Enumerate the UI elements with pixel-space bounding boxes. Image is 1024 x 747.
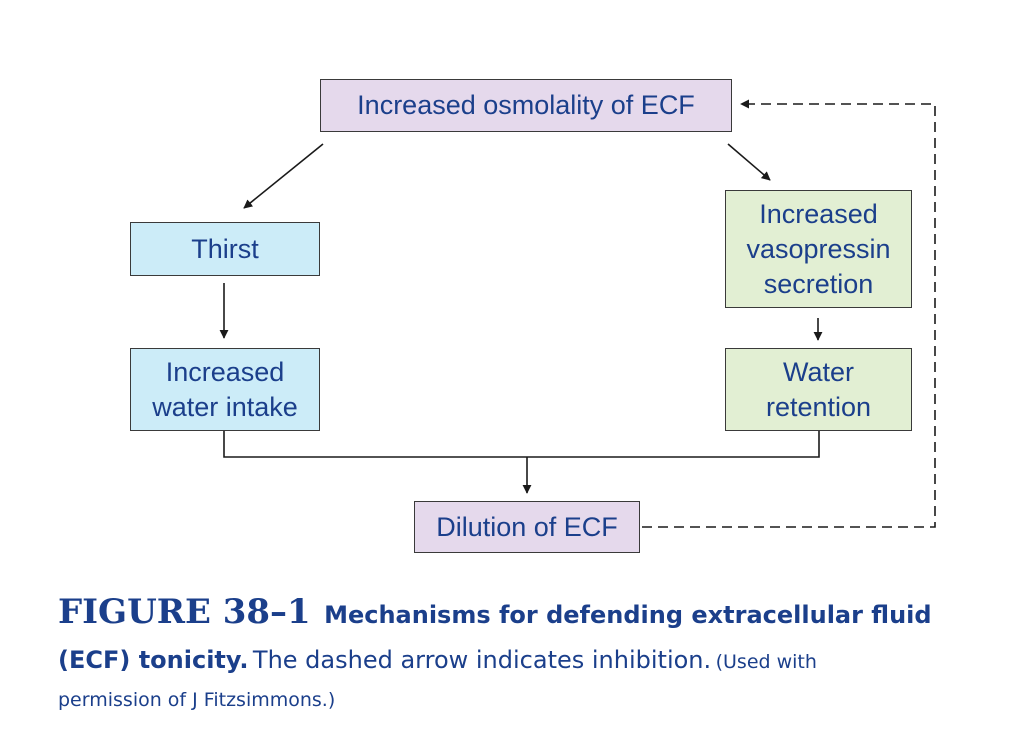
- node-increased-water-intake-label: Increased water intake: [152, 356, 298, 422]
- node-increased-osmolality-label: Increased osmolality of ECF: [357, 90, 695, 120]
- arrow-osmolality-to-vasopressin: [727, 143, 771, 181]
- dashed-inhibition-arrow: [642, 99, 936, 528]
- node-dilution-label: Dilution of ECF: [436, 511, 618, 542]
- node-increased-osmolality: Increased osmolality of ECF: [320, 79, 732, 132]
- caption-title-part1: Mechanisms for defending extracellular f…: [324, 601, 932, 629]
- node-water-retention: Water retention: [725, 348, 912, 431]
- node-thirst-label: Thirst: [191, 233, 259, 264]
- node-increased-vasopressin: Increased vasopressin secretion: [725, 190, 912, 308]
- arrow-osmolality-to-thirst: [243, 143, 324, 209]
- figure-caption: FIGURE 38–1 Mechanisms for defending ext…: [58, 590, 1008, 719]
- caption-text: The dashed arrow indicates inhibition.: [252, 646, 712, 674]
- caption-credit-part2: permission of J Fitzsimmons.): [58, 689, 336, 711]
- node-thirst: Thirst: [130, 222, 320, 276]
- caption-title-part2: (ECF) tonicity.: [58, 646, 249, 674]
- figure-label: FIGURE 38–1: [58, 592, 311, 632]
- merge-line: [223, 431, 820, 458]
- node-increased-water-intake: Increased water intake: [130, 348, 320, 431]
- caption-credit-part1: (Used with: [715, 651, 817, 673]
- node-dilution: Dilution of ECF: [414, 501, 640, 553]
- node-water-retention-label: Water retention: [765, 356, 872, 422]
- node-increased-vasopressin-label: Increased vasopressin secretion: [746, 198, 891, 299]
